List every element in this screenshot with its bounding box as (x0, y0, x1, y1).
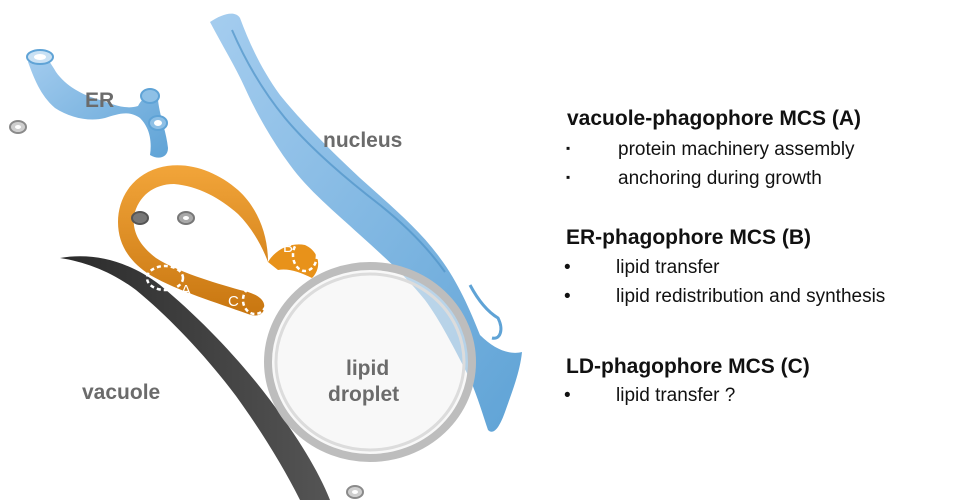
organelle-rendering (0, 0, 540, 504)
lipid-droplet-label-line2: droplet (328, 384, 399, 405)
bullet-square-icon: ▪ (566, 142, 618, 154)
bullet-dot-icon: • (564, 287, 616, 306)
legend-title-vacuole-phagophore: vacuole-phagophore MCS (A) (567, 108, 861, 129)
vesicle-top-left (10, 121, 26, 133)
legend-item-anchoring: ▪anchoring during growth (566, 169, 822, 188)
legend-item-text: anchoring during growth (618, 168, 822, 189)
bullet-dot-icon: • (564, 386, 616, 405)
nucleus-label: nucleus (323, 130, 402, 151)
legend-item-lipid-transfer-ld: •lipid transfer ? (564, 386, 735, 405)
bullet-square-icon: ▪ (566, 171, 618, 183)
legend-item-text: lipid redistribution and synthesis (616, 286, 885, 307)
vesicle-bottom (347, 486, 363, 498)
legend-item-protein-assembly: ▪protein machinery assembly (566, 140, 855, 159)
bullet-dot-icon: • (564, 258, 616, 277)
legend-item-lipid-redistribution: •lipid redistribution and synthesis (564, 287, 885, 306)
legend-title-ld-phagophore: LD-phagophore MCS (C) (566, 356, 810, 377)
site-a-letter: A (181, 283, 191, 298)
legend-item-lipid-transfer-er: •lipid transfer (564, 258, 720, 277)
site-c-letter: C (228, 294, 239, 309)
lipid-droplet-label-line1: lipid (346, 358, 389, 379)
legend-title-er-phagophore: ER-phagophore MCS (B) (566, 227, 811, 248)
vacuole-label: vacuole (82, 382, 160, 403)
site-b-letter: B (283, 240, 293, 255)
legend-item-text: lipid transfer ? (616, 385, 735, 406)
legend-item-text: lipid transfer (616, 257, 720, 278)
legend-item-text: protein machinery assembly (618, 139, 855, 160)
er-label: ER (85, 90, 114, 111)
